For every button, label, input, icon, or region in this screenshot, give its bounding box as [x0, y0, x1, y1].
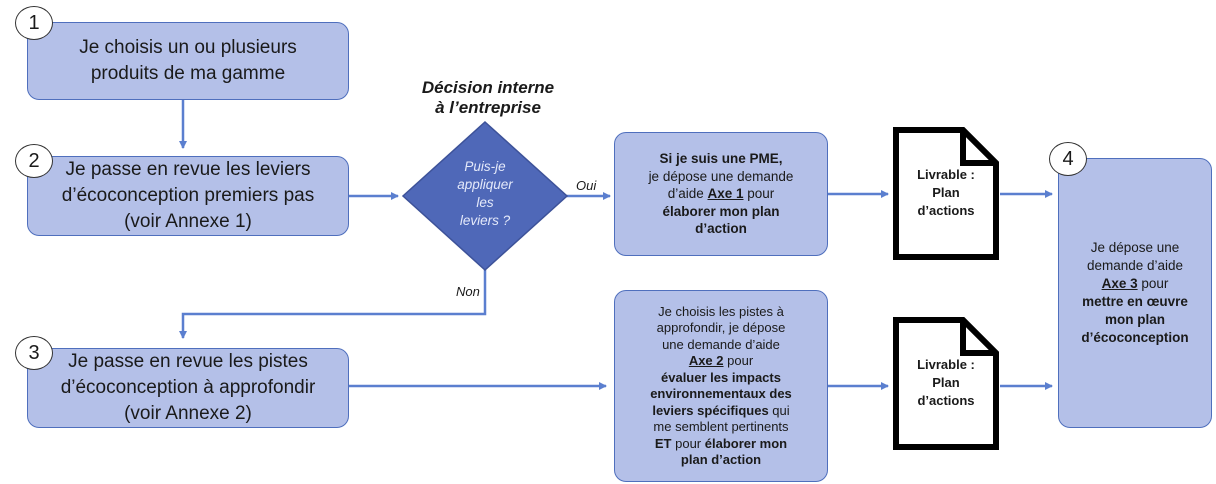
deliverable-1-line3: d’actions — [917, 203, 975, 218]
step2-line1: Je passe en revue les leviers — [65, 159, 311, 180]
axe1-bold2: élaborer mon plan — [662, 203, 780, 219]
decision-question-line2: appliquer — [457, 177, 513, 192]
step3-number: 3 — [15, 336, 53, 370]
axe3-bold1: mettre en œuvre — [1082, 294, 1188, 309]
decision-question-line1: Puis-je — [464, 159, 506, 174]
deliverable-2-line1: Livrable : — [917, 357, 975, 372]
deliverable-2-text: Livrable : Plan d’actions — [904, 356, 988, 410]
axe1-text1: je dépose une demande — [648, 168, 794, 184]
axe2-text5: qui — [772, 402, 790, 418]
axe1-text3: pour — [747, 186, 775, 202]
axe3-bold3: d’écoconception — [1081, 330, 1189, 345]
axe3-text3: pour — [1141, 276, 1169, 291]
axe2-bold1: évaluer les impacts — [661, 369, 781, 385]
step3-box: Je passe en revue les pistes d’écoconcep… — [27, 348, 349, 428]
axe2-text4: pour — [727, 353, 754, 368]
step3-line3: (voir Annexe 2) — [124, 403, 252, 424]
axe2-bold6: plan d’action — [680, 452, 762, 467]
step1-line2: produits de ma gamme — [90, 63, 286, 84]
step3-line2: d’écoconception à approfondir — [60, 377, 316, 398]
axe2-text2: approfondir, je dépose — [656, 320, 786, 335]
step2-number: 2 — [15, 144, 53, 178]
step1-box: Je choisis un ou plusieurs produits de m… — [27, 22, 349, 100]
step4-number: 4 — [1049, 142, 1087, 176]
axe1-axe-label: Axe 1 — [707, 186, 744, 202]
arrow-decision-no — [179, 270, 487, 339]
decision-diamond — [401, 120, 569, 272]
axe2-axe-label: Axe 2 — [688, 353, 724, 368]
axe2-bold3: leviers spécifiques — [652, 402, 769, 418]
axe2-text1: Je choisis les pistes à — [658, 303, 784, 319]
decision-question-line3: les — [476, 195, 494, 210]
no-label: Non — [456, 284, 480, 299]
step2-box: Je passe en revue les leviers d’écoconce… — [27, 156, 349, 236]
deliverable-2-line3: d’actions — [917, 393, 975, 408]
decision-question: Puis-je appliquer les leviers ? — [435, 158, 535, 230]
axe3-box: Je dépose une demande d’aide Axe 3 pour … — [1058, 158, 1212, 428]
deliverable-1-text: Livrable : Plan d’actions — [904, 166, 988, 220]
axe2-box: Je choisis les pistes à approfondir, je … — [614, 290, 828, 482]
deliverable-1-line2: Plan — [932, 185, 960, 200]
decision-question-line4: leviers ? — [459, 213, 511, 228]
step1-number: 1 — [15, 6, 53, 40]
axe2-text7: pour — [675, 435, 702, 451]
step3-line1: Je passe en revue les pistes — [68, 351, 308, 372]
axe3-text2: demande d’aide — [1086, 258, 1184, 273]
deliverable-2-line2: Plan — [932, 375, 960, 390]
axe2-bold5: élaborer mon — [704, 435, 788, 451]
decision-heading-line2: à l’entreprise — [435, 98, 541, 117]
axe1-text2: d’aide — [667, 186, 704, 202]
axe3-bold2: mon plan — [1104, 312, 1165, 327]
decision-heading: Décision interne à l’entreprise — [398, 78, 578, 118]
yes-label: Oui — [576, 178, 597, 193]
step2-line2: d’écoconception premiers pas — [61, 185, 315, 206]
deliverable-1-line1: Livrable : — [917, 167, 975, 182]
axe2-text6: me semblent pertinents — [653, 419, 789, 434]
axe1-bold1: Si je suis une PME, — [659, 151, 783, 167]
axe1-bold3: d’action — [695, 221, 747, 237]
axe2-text3: une demande d’aide — [662, 336, 780, 352]
decision-heading-line1: Décision interne — [421, 78, 555, 97]
axe2-bold4: ET — [654, 435, 672, 451]
axe3-text1: Je dépose une — [1090, 240, 1180, 255]
axe3-axe-label: Axe 3 — [1101, 276, 1138, 291]
step1-line1: Je choisis un ou plusieurs — [79, 37, 297, 58]
step2-line3: (voir Annexe 1) — [124, 211, 252, 232]
axe1-box: Si je suis une PME, je dépose une demand… — [614, 132, 828, 256]
axe2-bold2: environnementaux des — [650, 386, 792, 401]
